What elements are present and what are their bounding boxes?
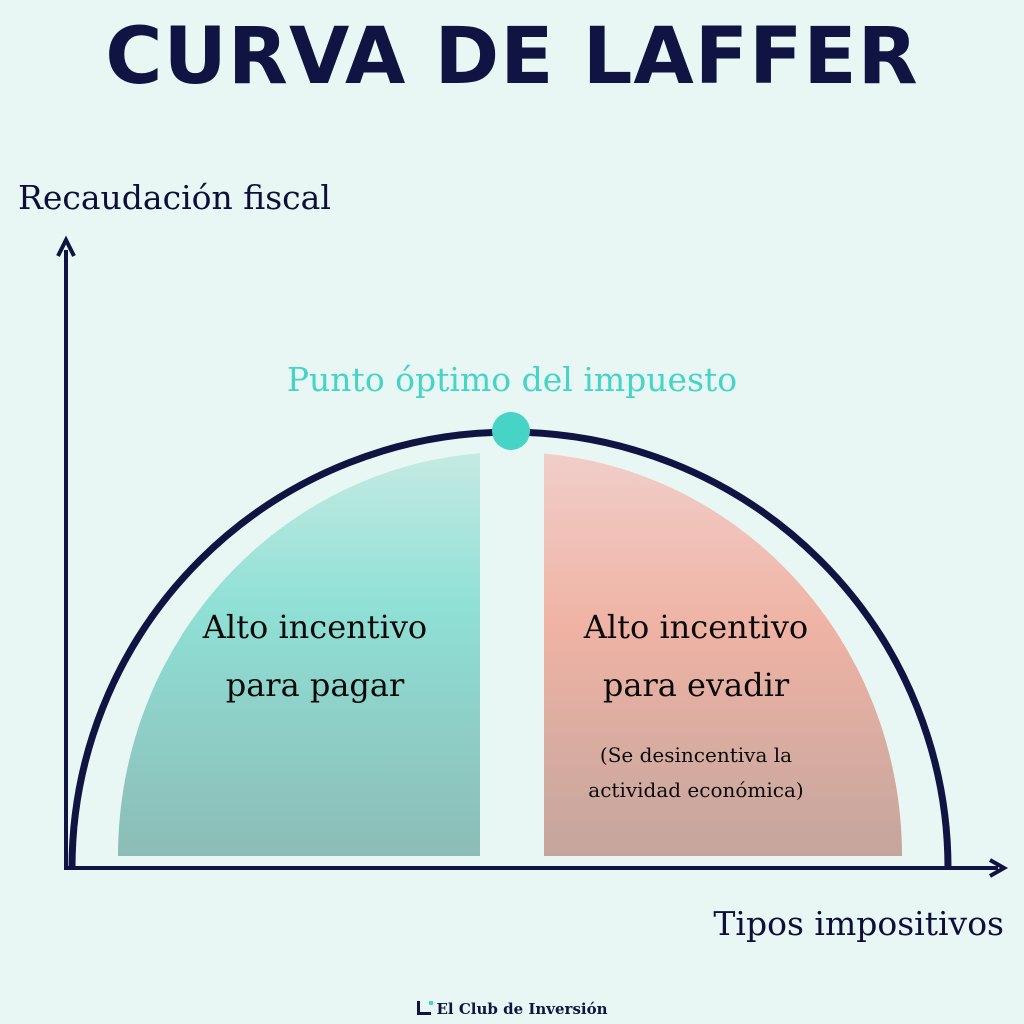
brand-footer: El Club de Inversión	[0, 1000, 1024, 1018]
right-label-line1: Alto incentivo	[583, 608, 809, 646]
right-note-line2: actividad económica)	[588, 778, 804, 802]
y-axis-label: Recaudación fiscal	[18, 178, 331, 217]
left-label-line2: para pagar	[225, 666, 405, 704]
optimum-point	[492, 412, 530, 450]
peak-label: Punto óptimo del impuesto	[286, 360, 738, 399]
left-region-label: Alto incentivo para pagar	[150, 598, 480, 714]
page-title: CURVA DE LAFFER	[105, 12, 919, 102]
right-region-label: Alto incentivo para evadir	[544, 598, 848, 714]
right-region-note: (Se desincentiva la actividad económica)	[544, 738, 848, 808]
left-label-line1: Alto incentivo	[202, 608, 428, 646]
right-label-line2: para evadir	[602, 666, 790, 704]
x-axis-label: Tipos impositivos	[713, 904, 1004, 943]
brand-logo-icon	[416, 1001, 433, 1015]
x-axis-arrow-icon	[989, 858, 1009, 878]
y-axis-arrow-icon	[56, 235, 76, 257]
right-note-line1: (Se desincentiva la	[599, 743, 793, 767]
brand-name: El Club de Inversión	[436, 1000, 608, 1018]
